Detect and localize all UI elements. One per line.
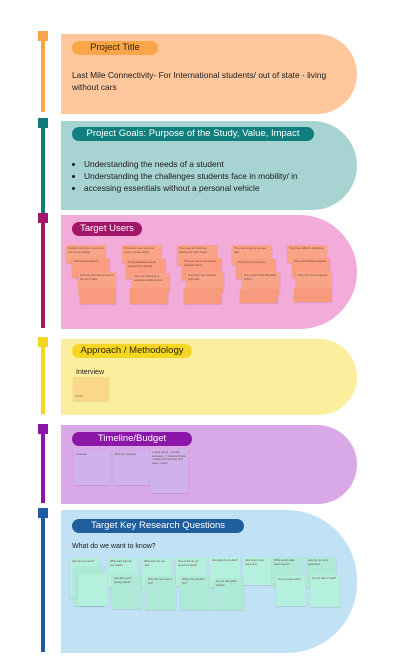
marker-pin [38, 31, 48, 41]
sticky-note[interactable] [78, 574, 108, 606]
sticky-note[interactable]: 1 week recruit - 2 weeks interviews - 1 … [150, 449, 188, 493]
method-label: Interview [76, 369, 105, 376]
sticky-note[interactable]: They need to find affordable options [242, 272, 280, 294]
section-heading: Target Users [72, 222, 142, 236]
marker-bar [41, 222, 45, 328]
marker-pin [38, 508, 48, 518]
sticky-note[interactable] [294, 288, 332, 302]
marker-bar [41, 517, 45, 652]
section-project-title: Project Title Last Mile Connectivity- Fo… [0, 0, 400, 120]
section-heading: Timeline/Budget [72, 432, 192, 446]
marker-pin [38, 337, 48, 347]
sticky-note[interactable]: Do you bike or walk? [310, 575, 340, 607]
note-author: Tanisha [75, 395, 84, 399]
section-heading: Approach / Methodology [72, 344, 192, 358]
goals-list: Understanding the needs of a student Und… [72, 158, 332, 194]
research-prompt: What do we want to know? [72, 543, 156, 550]
sticky-note[interactable] [240, 289, 278, 303]
marker-bar [41, 40, 45, 112]
sticky-note[interactable] [130, 288, 168, 304]
sticky-note[interactable]: Those who have cars and grocery stores n… [122, 245, 162, 263]
section-heading: Project Title [72, 41, 158, 55]
marker-bar [41, 346, 45, 414]
sticky-note[interactable]: What is the hardest trip? [180, 576, 212, 610]
sticky-note[interactable]: How long is your commute? [243, 557, 273, 585]
marker-bar [41, 433, 45, 503]
sticky-note[interactable] [184, 288, 222, 304]
sticky-note[interactable]: How far is your grocery store? [112, 575, 142, 609]
goal-item: Understanding the needs of a student [84, 158, 332, 170]
marker-pin [38, 213, 48, 223]
sticky-note[interactable]: Do you share rides? [276, 576, 306, 606]
marker-pin [38, 424, 48, 434]
goal-item: accessing essentials without a personal … [84, 182, 332, 194]
marker-bar [41, 127, 45, 213]
section-heading: Target Key Research Questions [72, 519, 244, 533]
sticky-note[interactable] [80, 288, 116, 304]
sticky-note[interactable]: They don't use rideshare apps daily [186, 272, 224, 292]
marker-pin [38, 118, 48, 128]
sticky-note[interactable]: Do you use public transit? [214, 578, 244, 610]
sticky-note[interactable]: Why don't you own a car? [146, 576, 176, 610]
goal-item: Understanding the challenges students fa… [84, 170, 332, 182]
sticky-note[interactable]: They don't have a license [296, 272, 332, 292]
section-heading: Project Goals: Purpose of the Study, Val… [72, 127, 314, 141]
sticky-note[interactable]: Tanisha [73, 377, 109, 401]
sticky-note[interactable]: 4 weeks [74, 451, 110, 485]
project-title-text: Last Mile Connectivity- For Internationa… [72, 70, 327, 92]
